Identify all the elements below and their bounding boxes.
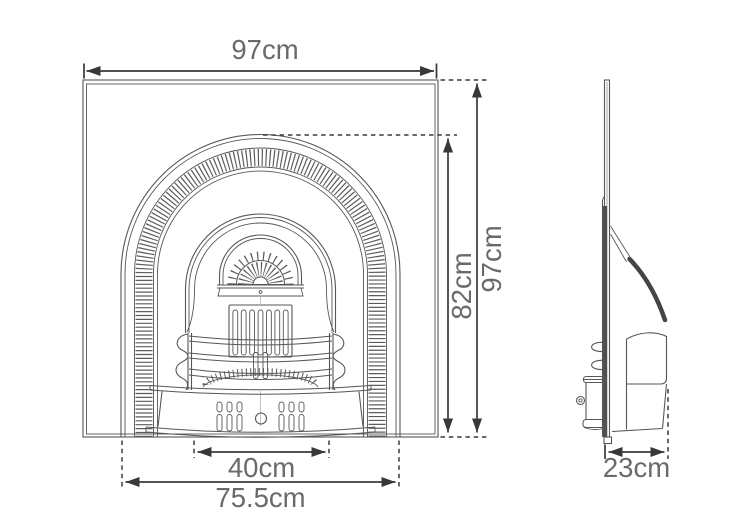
- left-scroll: [175, 333, 189, 391]
- dim-grate-width: 40cm: [193, 440, 330, 483]
- side-front-bars: [591, 341, 605, 371]
- side-canopy-profile: [610, 225, 668, 323]
- side-ashpan: [575, 375, 608, 430]
- inner-arch: [184, 213, 337, 333]
- center-balusters: [253, 352, 268, 379]
- canopy-shelf: [217, 284, 304, 297]
- dim-label-overall-height: 97cm: [476, 225, 507, 292]
- ashpan-knob: [575, 395, 586, 406]
- plinth-vents: [216, 401, 305, 432]
- side-firebox: [611, 332, 668, 433]
- plinth: [145, 297, 376, 438]
- side-backplate: [601, 79, 613, 445]
- fret-panel: [228, 304, 293, 358]
- canopy-hood: [217, 234, 304, 297]
- fire-basket: [175, 333, 346, 391]
- dim-overall-width-top: 97cm: [83, 34, 438, 79]
- dim-base-width: 75.5cm: [121, 440, 400, 510]
- side-view: [575, 79, 668, 445]
- dim-label-grate-width: 40cm: [228, 452, 295, 483]
- dim-label-depth: 23cm: [603, 452, 670, 483]
- dim-label-base-width: 75.5cm: [215, 482, 305, 510]
- arch: [120, 134, 401, 437]
- front-bars: [188, 335, 333, 380]
- backplate-frame: [82, 79, 439, 438]
- dim-label-arch-height: 82cm: [446, 252, 477, 319]
- dim-overall-height: 97cm: [440, 79, 507, 438]
- front-view: [82, 79, 439, 438]
- right-scroll: [332, 333, 346, 391]
- dim-label-overall-width: 97cm: [231, 34, 298, 65]
- dim-arch-height: 82cm: [263, 134, 477, 433]
- dim-depth: 23cm: [603, 389, 670, 483]
- dimensions: 97cm 82cm 97cm 40cm 75.5cm 23cm: [83, 34, 670, 510]
- fan-ornament: [227, 251, 294, 286]
- ribbed-band: [135, 149, 386, 437]
